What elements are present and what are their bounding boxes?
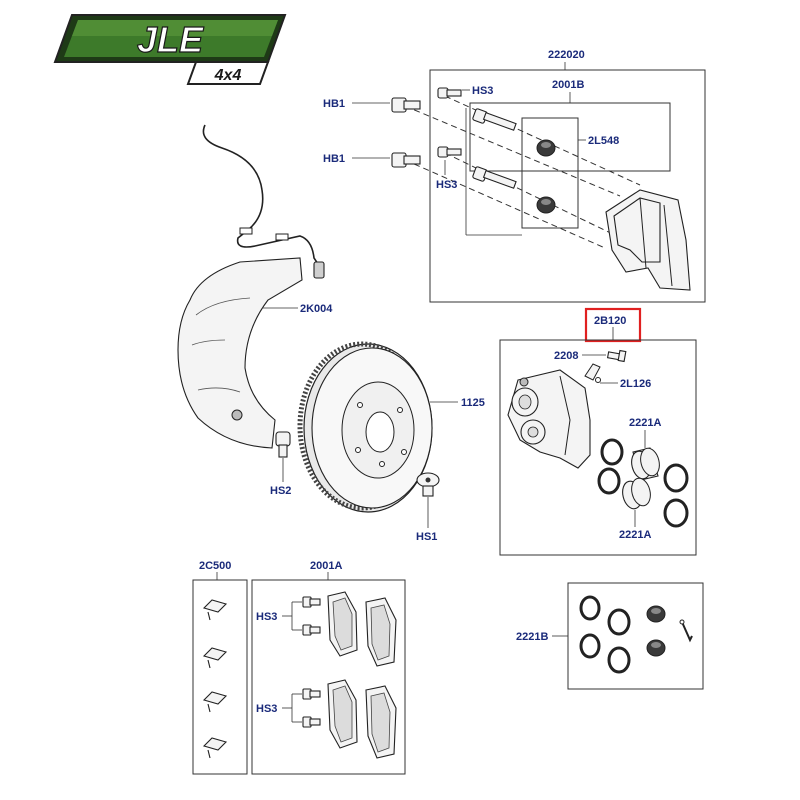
bracket-clip xyxy=(584,363,601,383)
group-box-2B120 xyxy=(499,339,697,556)
seal-ring-3 xyxy=(579,633,601,659)
label-hb1-bottom: HB1 xyxy=(323,153,345,165)
seal-ring-1 xyxy=(579,595,601,621)
piston-top xyxy=(631,447,660,481)
jle-4x4-logo: JLE 4x4 xyxy=(53,14,287,85)
hs3-bolt-top xyxy=(437,87,462,99)
caliper-body xyxy=(507,369,591,469)
seal-ring-2 xyxy=(607,608,631,636)
label-2L126: 2L126 xyxy=(620,378,651,390)
bleed-screw xyxy=(606,349,627,363)
label-hs1: HS1 xyxy=(416,531,437,543)
label-hb1-top: HB1 xyxy=(323,98,345,110)
caliper-group: 2B120 2208 2L126 xyxy=(499,307,697,556)
seal-ring-bottom-left xyxy=(597,467,621,495)
group-box-2C500 xyxy=(192,579,248,775)
hb1-bolt-bottom xyxy=(391,152,421,168)
group-box-2001A xyxy=(251,579,406,775)
pad-clip-4 xyxy=(202,737,228,759)
label-2C500: 2C500 xyxy=(199,560,231,572)
seal-ring-bottom-right xyxy=(663,498,689,528)
pad-clips-group: 2C500 xyxy=(192,560,248,775)
splash-shield xyxy=(177,257,303,449)
pad-bolts-bottom xyxy=(302,688,321,728)
brake-disc xyxy=(297,341,433,513)
hb1-bolt-top xyxy=(391,97,421,113)
seal-ring-top-left xyxy=(600,438,624,466)
label-hs2: HS2 xyxy=(270,485,291,497)
hs2-bolt xyxy=(275,431,291,458)
brake-pad-3 xyxy=(327,679,358,749)
abs-sensor-wire xyxy=(202,124,325,279)
label-2208: 2208 xyxy=(554,350,578,362)
label-1125: 1125 xyxy=(461,397,485,409)
group-box-2001B xyxy=(469,102,671,172)
brake-pad-1 xyxy=(327,591,358,657)
label-2221A-bottom: 2221A xyxy=(619,529,651,541)
brake-pad-2 xyxy=(365,597,397,667)
logo-sub-text: 4x4 xyxy=(214,67,242,84)
piston-bottom xyxy=(622,477,651,510)
brake-pad-4 xyxy=(365,685,397,759)
label-hs3-pads-top: HS3 xyxy=(256,611,277,623)
logo-main-text: JLE xyxy=(137,19,204,60)
group-box-222020 xyxy=(429,69,706,303)
label-hs3-pads-bottom: HS3 xyxy=(256,703,277,715)
hs3-bolt-mid xyxy=(437,146,462,158)
pad-bolts-top xyxy=(302,596,321,636)
boot-top xyxy=(536,139,556,157)
pad-clip-1 xyxy=(202,599,228,621)
caliper-carrier-bracket xyxy=(605,189,691,291)
brake-pads-group: 2001A HS3 HS3 xyxy=(251,560,406,775)
seal-ring-top-right xyxy=(663,463,689,493)
dust-boot-1 xyxy=(646,605,666,623)
pad-clip-2 xyxy=(202,647,228,669)
label-222020: 222020 xyxy=(548,49,585,61)
spring-clip xyxy=(679,619,693,643)
caliper-carrier-group: 222020 2001B 2L548 HB1 HB1 xyxy=(323,49,706,303)
seal-kit-group: 2221B xyxy=(516,582,704,690)
guide-pin-bottom xyxy=(472,166,517,189)
group-box-2L548 xyxy=(521,117,579,229)
highlight-box-2B120 xyxy=(584,307,642,343)
label-hs3-mid: HS3 xyxy=(436,179,457,191)
label-2K004: 2K004 xyxy=(300,303,333,315)
guide-pin-top xyxy=(472,108,517,131)
label-2221B: 2221B xyxy=(516,631,548,643)
label-2221A-top: 2221A xyxy=(629,417,661,429)
label-2001B: 2001B xyxy=(552,79,584,91)
hs1-screw xyxy=(416,472,440,497)
label-hs3-top: HS3 xyxy=(472,85,493,97)
dust-boot-2 xyxy=(646,639,666,657)
label-2B120: 2B120 xyxy=(594,315,626,327)
label-2L548: 2L548 xyxy=(588,135,619,147)
seal-ring-4 xyxy=(607,646,631,674)
pad-clip-3 xyxy=(202,691,228,713)
boot-bottom xyxy=(536,196,556,214)
label-2001A: 2001A xyxy=(310,560,342,572)
